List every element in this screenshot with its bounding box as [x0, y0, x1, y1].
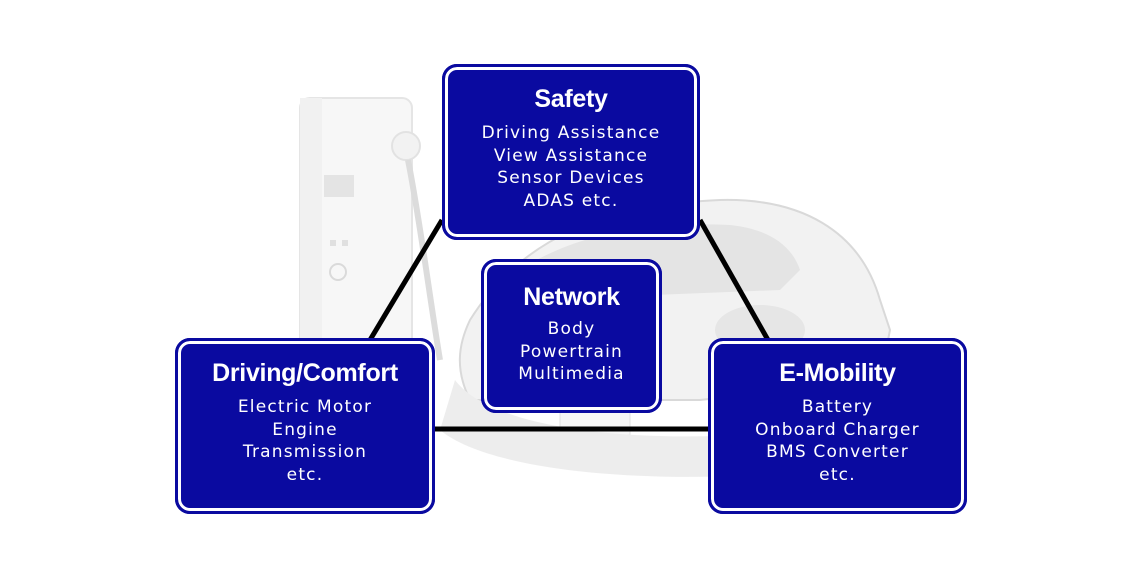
safety-item: Driving Assistance — [481, 123, 661, 143]
e-mobility-item: etc. — [819, 464, 856, 485]
ev-charger-illustration — [299, 97, 443, 361]
safety-item: Sensor Devices — [497, 168, 645, 188]
network-box: Network Body Powertrain Multimedia — [481, 259, 662, 413]
driving-comfort-item: etc. — [286, 464, 324, 485]
driving-comfort-item: Engine — [272, 419, 338, 440]
e-mobility-title: E-Mobility — [779, 359, 896, 387]
network-item: Body — [547, 319, 596, 339]
e-mobility-box: E-Mobility Battery Onboard Charger BMS C… — [708, 338, 967, 514]
connector-safety-emobility — [697, 218, 771, 342]
safety-title: Safety — [534, 85, 608, 113]
network-title: Network — [523, 283, 620, 311]
connector-safety-driving — [367, 218, 445, 342]
e-mobility-item: Battery — [801, 397, 874, 417]
e-mobility-item: BMS Converter — [766, 442, 909, 462]
e-mobility-item: Onboard Charger — [755, 419, 920, 440]
safety-item: ADAS etc. — [523, 190, 619, 211]
driving-comfort-item: Transmission — [242, 442, 368, 462]
network-item: Powertrain — [520, 341, 623, 362]
driving-comfort-item: Electric Motor — [237, 397, 373, 417]
network-item: Multimedia — [518, 364, 625, 384]
safety-item: View Assistance — [493, 145, 649, 166]
safety-box: Safety Driving Assistance View Assistanc… — [442, 64, 700, 240]
driving-comfort-title: Driving/Comfort — [212, 359, 398, 387]
driving-comfort-box: Driving/Comfort Electric Motor Engine Tr… — [175, 338, 435, 514]
